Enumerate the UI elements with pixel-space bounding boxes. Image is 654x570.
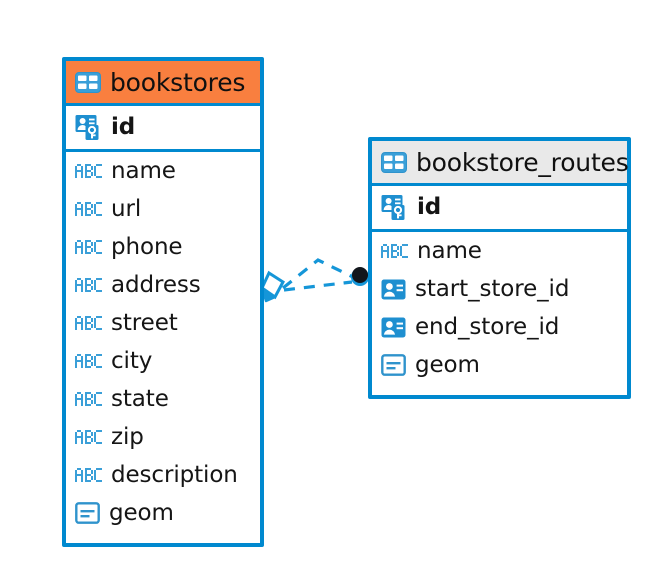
abc-icon [75, 354, 102, 368]
abc-icon [75, 468, 102, 482]
field-label-city: city [111, 347, 153, 374]
field-row-primary-key[interactable]: id [66, 106, 260, 152]
field-row-url[interactable]: url [66, 190, 260, 228]
entity-title-bookstores: bookstores [110, 67, 246, 97]
field-row-zip[interactable]: zip [66, 418, 260, 456]
field-row-end-store-id[interactable]: end_store_id [372, 308, 627, 346]
field-label-end-store-id: end_store_id [415, 313, 560, 340]
field-label-geom: geom [415, 351, 480, 378]
entity-header-bookstore-routes[interactable]: bookstore_routes [372, 141, 629, 186]
abc-icon [75, 316, 102, 330]
relationship-line-main [283, 280, 353, 292]
blob-icon [75, 502, 100, 524]
relationship-circle-marker [351, 267, 369, 286]
field-row-street[interactable]: street [66, 304, 260, 342]
field-label-description: description [111, 461, 238, 488]
field-row-geom[interactable]: geom [66, 494, 260, 532]
foreign-key-icon [381, 279, 406, 299]
abc-icon [381, 244, 408, 258]
field-label-address: address [111, 271, 201, 298]
field-row-state[interactable]: state [66, 380, 260, 418]
abc-icon [75, 392, 102, 406]
table-icon [75, 71, 101, 93]
field-row-description[interactable]: description [66, 456, 260, 494]
field-label-id: id [111, 114, 136, 140]
field-row-phone[interactable]: phone [66, 228, 260, 266]
field-row-start-store-id[interactable]: start_store_id [372, 270, 627, 308]
entity-title-bookstore-routes: bookstore_routes [416, 147, 629, 177]
field-label-id: id [417, 194, 442, 220]
field-label-zip: zip [111, 423, 144, 450]
field-row-city[interactable]: city [66, 342, 260, 380]
field-row-address[interactable]: address [66, 266, 260, 304]
field-label-state: state [111, 385, 169, 412]
field-label-street: street [111, 309, 178, 336]
abc-icon [75, 202, 102, 216]
field-list-bookstores: name url [66, 152, 260, 532]
field-label-phone: phone [111, 233, 183, 260]
entity-table-bookstores[interactable]: bookstores id [62, 57, 264, 547]
table-icon [381, 151, 407, 173]
field-label-name: name [111, 157, 176, 184]
field-row-name[interactable]: name [372, 232, 627, 270]
blob-icon [381, 354, 406, 376]
abc-icon [75, 278, 102, 292]
entity-table-bookstore-routes[interactable]: bookstore_routes id [368, 137, 631, 399]
field-list-bookstore-routes: name start_store_id [372, 232, 627, 384]
field-label-start-store-id: start_store_id [415, 275, 570, 302]
abc-icon [75, 164, 102, 178]
field-row-geom[interactable]: geom [372, 346, 627, 384]
entity-header-bookstores[interactable]: bookstores [66, 61, 260, 106]
field-label-url: url [111, 195, 142, 222]
relationship-line-upper [282, 258, 356, 290]
abc-icon [75, 240, 102, 254]
relationship-diamond-marker [260, 270, 285, 303]
field-label-geom: geom [109, 499, 174, 526]
field-label-name: name [417, 237, 482, 264]
abc-icon [75, 430, 102, 444]
foreign-key-icon [381, 317, 406, 337]
field-row-primary-key[interactable]: id [372, 186, 627, 232]
primary-key-icon [75, 115, 99, 140]
field-row-name[interactable]: name [66, 152, 260, 190]
primary-key-icon [381, 195, 405, 220]
